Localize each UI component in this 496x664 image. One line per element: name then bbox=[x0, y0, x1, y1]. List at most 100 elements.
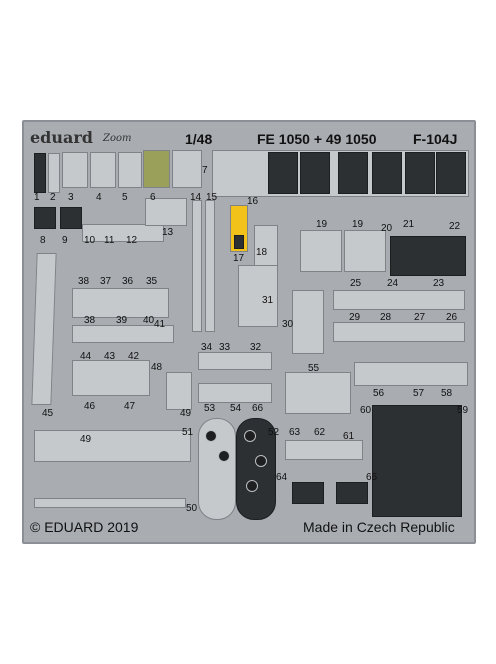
part-53-main-instrument-panel bbox=[236, 418, 276, 520]
zoom-logo: Zoom bbox=[103, 133, 132, 144]
console-panel-a bbox=[268, 152, 298, 194]
part-number: 59 bbox=[457, 405, 469, 416]
part-number: 20 bbox=[381, 223, 393, 234]
part-number: 38 bbox=[84, 315, 96, 326]
part-56 bbox=[285, 372, 351, 414]
part-6 bbox=[143, 150, 170, 188]
gauge-icon bbox=[218, 450, 230, 462]
part-number: 19 bbox=[316, 219, 328, 230]
part-number: 29 bbox=[349, 312, 361, 323]
part-50 bbox=[34, 430, 191, 462]
part-number: 35 bbox=[146, 276, 158, 287]
part-number: 37 bbox=[100, 276, 112, 287]
part-number: 36 bbox=[122, 276, 134, 287]
part-51 bbox=[34, 498, 186, 508]
part-number: 65 bbox=[366, 472, 378, 483]
part-30 bbox=[292, 290, 324, 354]
part-number: 4 bbox=[96, 192, 102, 203]
console-panel-b bbox=[300, 152, 330, 194]
part-14 bbox=[192, 200, 202, 332]
part-number: 62 bbox=[314, 427, 326, 438]
part-number: 18 bbox=[256, 247, 268, 258]
part-number: 12 bbox=[126, 235, 138, 246]
part-number: 60 bbox=[360, 405, 372, 416]
part-number: 46 bbox=[84, 401, 96, 412]
part-number: 43 bbox=[104, 351, 116, 362]
part-number: 15 bbox=[206, 192, 218, 203]
part-number: 38 bbox=[78, 276, 90, 287]
part-number: 48 bbox=[151, 362, 163, 373]
part-number: 63 bbox=[289, 427, 301, 438]
part-number: 66 bbox=[252, 403, 264, 414]
part-number: 28 bbox=[380, 312, 392, 323]
parts-54-55-67 bbox=[198, 383, 272, 403]
part-number: 51 bbox=[182, 427, 194, 438]
part-number: 49 bbox=[80, 434, 92, 445]
console-panel-f bbox=[436, 152, 466, 194]
part-number: 49 bbox=[180, 408, 192, 419]
part-number: 56 bbox=[373, 388, 385, 399]
gauge-icon bbox=[205, 430, 217, 442]
parts-23-25 bbox=[333, 290, 465, 310]
part-5 bbox=[118, 152, 142, 188]
product-code: FE 1050 + 49 1050 bbox=[257, 131, 377, 147]
part-66 bbox=[336, 482, 368, 504]
part-number: 14 bbox=[190, 192, 202, 203]
part-13 bbox=[145, 198, 187, 226]
part-number: 54 bbox=[230, 403, 242, 414]
console-panel-c bbox=[338, 152, 368, 194]
part-number: 39 bbox=[116, 315, 128, 326]
part-number: 23 bbox=[433, 278, 445, 289]
part-15 bbox=[205, 200, 215, 332]
part-31 bbox=[238, 265, 278, 327]
parts-57-59 bbox=[354, 362, 468, 386]
part-number: 58 bbox=[441, 388, 453, 399]
part-20-22 bbox=[390, 236, 466, 276]
part-number: 42 bbox=[128, 351, 140, 362]
part-number: 9 bbox=[62, 235, 68, 246]
parts-26-29 bbox=[333, 322, 465, 342]
part-52 bbox=[198, 418, 236, 520]
eduard-logo: eduard bbox=[30, 128, 93, 147]
part-number: 17 bbox=[233, 253, 245, 264]
parts-35-38 bbox=[72, 288, 169, 318]
part-number: 13 bbox=[162, 227, 174, 238]
part-number: 31 bbox=[262, 295, 274, 306]
part-number: 52 bbox=[268, 427, 280, 438]
part-number: 41 bbox=[154, 319, 166, 330]
part-number: 26 bbox=[446, 312, 458, 323]
parts-62-64 bbox=[285, 440, 363, 460]
part-number: 2 bbox=[50, 192, 56, 203]
part-3 bbox=[62, 152, 88, 188]
part-number: 57 bbox=[413, 388, 425, 399]
part-8 bbox=[34, 207, 56, 229]
parts-32-34 bbox=[198, 352, 272, 370]
part-number: 34 bbox=[201, 342, 213, 353]
parts-39-42 bbox=[72, 325, 174, 343]
console-panel-d bbox=[372, 152, 402, 194]
part-17 bbox=[234, 235, 244, 249]
gauge-icon bbox=[255, 455, 267, 467]
part-49 bbox=[166, 372, 192, 410]
part-65 bbox=[292, 482, 324, 504]
part-number: 25 bbox=[350, 278, 362, 289]
part-number: 30 bbox=[282, 319, 294, 330]
part-number: 40 bbox=[143, 315, 155, 326]
part-19a bbox=[300, 230, 342, 272]
part-number: 16 bbox=[247, 196, 259, 207]
gauge-icon bbox=[244, 430, 256, 442]
part-number: 3 bbox=[68, 192, 74, 203]
part-number: 19 bbox=[352, 219, 364, 230]
part-number: 53 bbox=[204, 403, 216, 414]
part-number: 8 bbox=[40, 235, 46, 246]
part-number: 44 bbox=[80, 351, 92, 362]
origin-label: Made in Czech Republic bbox=[303, 519, 455, 535]
part-4 bbox=[90, 152, 116, 188]
scale-label: 1/48 bbox=[185, 131, 213, 147]
part-number: 10 bbox=[84, 235, 96, 246]
copyright: © EDUARD 2019 bbox=[30, 519, 139, 535]
part-number: 11 bbox=[104, 235, 115, 246]
part-19b bbox=[344, 230, 386, 272]
part-number: 45 bbox=[42, 408, 54, 419]
part-number: 22 bbox=[449, 221, 461, 232]
